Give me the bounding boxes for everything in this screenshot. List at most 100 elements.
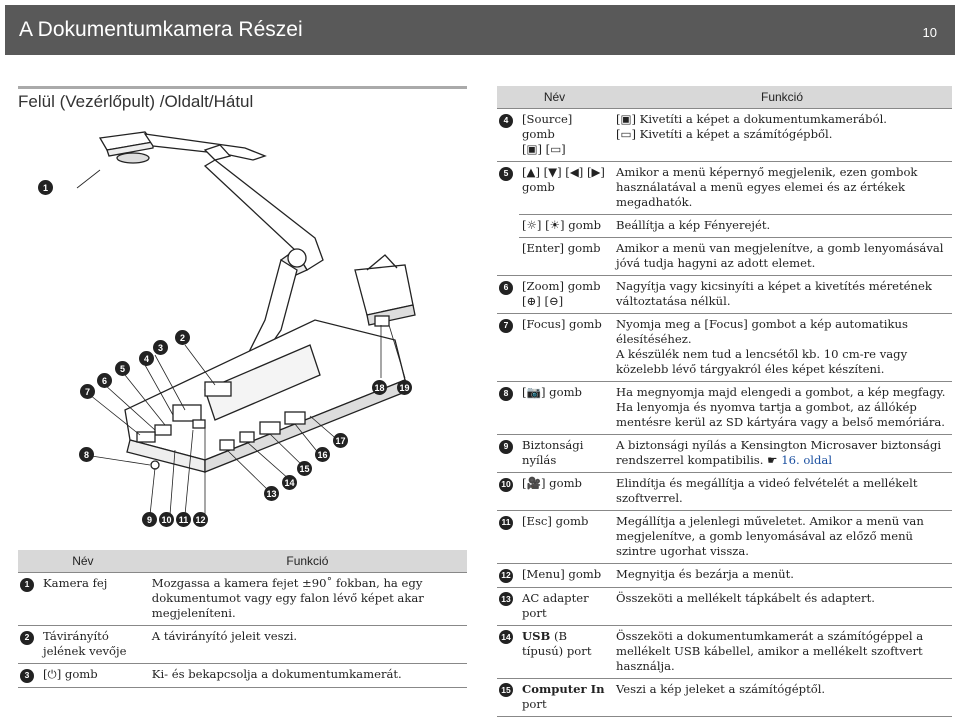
callout-10: 10	[159, 512, 174, 527]
callout-8: 8	[79, 447, 94, 462]
table-row: 10 [🎥] gomb Elindítja és megállítja a vi…	[497, 472, 952, 511]
callout-13: 13	[264, 486, 279, 501]
table-row: 15 Computer In port Veszi a kép jeleket …	[497, 678, 952, 717]
part-name: [▲] [▼] [◀] [▶] gomb	[519, 161, 612, 215]
callout-12: 12	[193, 512, 208, 527]
table-row: 4 [Source] gomb[▣] [▭] [▣] Kivetíti a ké…	[497, 108, 952, 162]
row-number: 13	[499, 592, 513, 606]
row-number: 2	[20, 630, 34, 645]
callout-2: 2	[175, 330, 190, 345]
part-name-icons: [⊕] [⊖]	[522, 294, 564, 308]
table-row: 1 Kamera fej Mozgassa a kamera fejet ±90…	[18, 572, 467, 626]
part-name: [🎥] gomb	[519, 472, 612, 511]
table-row: 11 [Esc] gomb Megállítja a jelenlegi műv…	[497, 510, 952, 564]
callout-5: 5	[115, 361, 130, 376]
part-name: [☼] [☀] gomb	[519, 214, 612, 238]
callout-7: 7	[80, 384, 95, 399]
callout-15: 15	[297, 461, 312, 476]
part-function: Veszi a kép jeleket a számítógéptől.	[612, 678, 952, 717]
parts-table-right: Név Funkció 4 [Source] gomb[▣] [▭] [▣] K…	[497, 86, 952, 717]
table-row: 5 [▲] [▼] [◀] [▶] gomb Amikor a menü kép…	[497, 161, 952, 215]
part-name-icons: [▣] [▭]	[522, 142, 566, 156]
callout-9: 9	[142, 512, 157, 527]
table-row: 8 [📷] gomb Ha megnyomja majd elengedi a …	[497, 381, 952, 435]
part-name: [Source] gomb	[522, 112, 573, 141]
row-number: 9	[499, 439, 513, 454]
part-function: Nagyítja vagy kicsinyíti a képet a kivet…	[612, 275, 952, 314]
row-number: 8	[499, 386, 513, 401]
callout-18: 18	[372, 380, 387, 395]
part-name: Kamera fej	[40, 572, 148, 626]
callout-11: 11	[176, 512, 191, 527]
column-header-function: Funkció	[612, 86, 952, 109]
callout-16: 16	[315, 447, 330, 462]
part-name: [📷] gomb	[519, 381, 612, 435]
part-name-bold: Computer In	[522, 681, 605, 696]
part-name: [Esc] gomb	[519, 510, 612, 564]
row-number: 7	[499, 318, 513, 333]
part-function-2: [▭] Kivetíti a képet a számítógépből.	[616, 127, 833, 141]
callout-4: 4	[139, 351, 154, 366]
part-function: Beállítja a kép Fényerejét.	[612, 214, 952, 238]
row-number: 12	[499, 568, 513, 583]
document-camera-illustration	[76, 131, 416, 516]
table-row: [Enter] gomb Amikor a menü van megjelení…	[497, 237, 952, 276]
part-function: Megállítja a jelenlegi műveletet. Amikor…	[612, 510, 952, 564]
table-row: 7 [Focus] gomb Nyomja meg a [Focus] gomb…	[497, 313, 952, 382]
part-name: Biztonsági nyílás	[519, 434, 612, 473]
table-row: 12 [Menu] gomb Megnyitja és bezárja a me…	[497, 563, 952, 588]
part-function: Nyomja meg a [Focus] gombot a kép automa…	[616, 317, 908, 346]
part-name: [⏻] gomb	[40, 663, 148, 688]
row-number: 14	[499, 630, 513, 644]
part-function: Megnyitja és bezárja a menüt.	[612, 563, 952, 588]
part-name: (B típusú) port	[522, 628, 592, 658]
page-header: A Dokumentumkamera Részei 10	[5, 5, 955, 55]
table-row: 14 USB (B típusú) port Összeköti a dokum…	[497, 625, 952, 679]
callout-14: 14	[282, 475, 297, 490]
section-title: Felül (Vezérlőpult) /Oldalt/Hátul	[18, 92, 254, 111]
column-header-name: Név	[497, 86, 612, 109]
part-function: Mozgassa a kamera fejet ±90˚ fokban, ha …	[147, 572, 467, 626]
row-number: 1	[20, 577, 34, 592]
page-number: 10	[922, 25, 937, 40]
parts-table-left: Név Funkció 1 Kamera fej Mozgassa a kame…	[18, 550, 467, 688]
section-rule	[18, 86, 467, 89]
table-row: [☼] [☀] gomb Beállítja a kép Fényerejét.	[497, 214, 952, 238]
row-number: 15	[499, 683, 513, 697]
part-function: Amikor a menü van megjelenítve, a gomb l…	[612, 237, 952, 276]
part-function: Elindítja és megállítja a videó felvétel…	[612, 472, 952, 511]
part-name: [Focus] gomb	[519, 313, 612, 382]
table-row: 6 [Zoom] gomb[⊕] [⊖] Nagyítja vagy kicsi…	[497, 275, 952, 314]
part-name: [Zoom] gomb	[522, 279, 601, 293]
part-function: Ha megnyomja majd elengedi a gombot, a k…	[612, 381, 952, 435]
row-number: 10	[499, 477, 513, 492]
table-row: 2 Távirányító jelének vevője A távirányí…	[18, 625, 467, 664]
column-header-name: Név	[18, 550, 148, 573]
page-link[interactable]: 16. oldal	[781, 453, 833, 467]
part-name: port	[522, 696, 547, 711]
page-title: A Dokumentumkamera Részei	[19, 18, 303, 41]
part-function: Ki- és bekapcsolja a dokumentumkamerát.	[147, 663, 467, 688]
table-header: Név Funkció	[18, 550, 467, 573]
part-name: [Enter] gomb	[519, 237, 612, 276]
table-row: 9 Biztonsági nyílás A biztonsági nyílás …	[497, 434, 952, 473]
part-name: AC adapter port	[519, 587, 612, 626]
callout-17: 17	[333, 433, 348, 448]
row-number: 11	[499, 515, 513, 530]
part-function: A biztonsági nyílás a Kensington Microsa…	[616, 438, 942, 467]
callout-19: 19	[397, 380, 412, 395]
column-header-function: Funkció	[147, 550, 467, 573]
row-number: 5	[499, 166, 513, 181]
row-number: 6	[499, 280, 513, 295]
part-name-bold: USB	[522, 628, 551, 643]
part-function: Összeköti a mellékelt tápkábelt és adapt…	[612, 587, 952, 626]
part-function: A távirányító jeleit veszi.	[147, 625, 467, 664]
row-number: 4	[499, 113, 513, 128]
part-function-2: A készülék nem tud a lencsétől kb. 10 cm…	[616, 347, 908, 376]
row-number: 3	[20, 668, 34, 683]
part-function: Összeköti a dokumentumkamerát a számítóg…	[612, 625, 952, 679]
callout-6: 6	[97, 373, 112, 388]
callout-3: 3	[153, 340, 168, 355]
part-name: [Menu] gomb	[519, 563, 612, 588]
part-function: Amikor a menü képernyő megjelenik, ezen …	[612, 161, 952, 215]
